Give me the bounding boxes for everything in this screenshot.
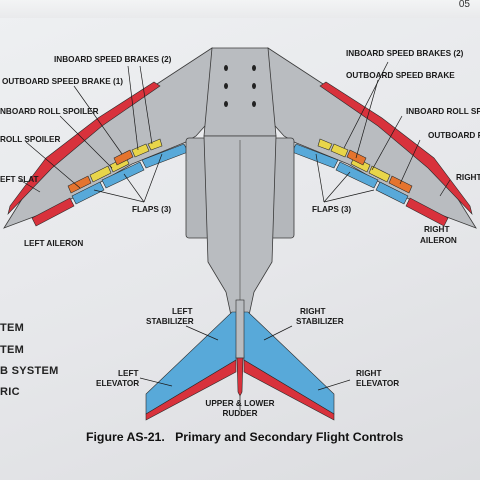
label-left-stabilizer-1: LEFT	[172, 307, 192, 316]
label-outboard-speed-brake-right: OUTBOARD SPEED BRAKE	[346, 71, 455, 80]
window-4	[252, 83, 256, 89]
left-inboard-speed-brake-2	[147, 138, 163, 151]
page-header-strip	[0, 0, 480, 18]
label-right-elevator-1: RIGHT	[356, 369, 381, 378]
label-inboard-speed-brakes-left: INBOARD SPEED BRAKES (2)	[54, 55, 172, 64]
window-1	[224, 65, 228, 71]
right-aileron	[405, 197, 449, 227]
label-left-stabilizer-2: STABILIZER	[146, 317, 194, 326]
right-inboard-speed-brake-2	[317, 138, 333, 151]
label-roll-spoiler-left: ROLL SPOILER	[0, 135, 60, 144]
label-outboard-roll-right: OUTBOARD ROL	[428, 131, 480, 140]
window-2	[252, 65, 256, 71]
page-number: 05	[458, 0, 470, 10]
figure-caption: Figure AS-21. Primary and Secondary Flig…	[86, 430, 403, 444]
label-flaps-left: FLAPS (3)	[132, 205, 171, 214]
label-right-aileron-1: RIGHT	[424, 225, 449, 234]
label-right-aileron-2: AILERON	[420, 236, 457, 245]
label-right-stabilizer-2: STABILIZER	[296, 317, 344, 326]
right-inboard-speed-brake-1	[330, 143, 349, 158]
label-rudder-2: RUDDER	[222, 409, 257, 418]
label-right-slat: RIGHT	[456, 173, 480, 182]
left-flap-mid	[101, 161, 145, 189]
window-6	[252, 101, 256, 107]
rudder	[236, 357, 244, 397]
label-right-elevator-2: ELEVATOR	[356, 379, 399, 388]
label-right-stabilizer-1: RIGHT	[300, 307, 325, 316]
label-left-elevator-1: LEFT	[118, 369, 138, 378]
right-roll-spoiler-2	[368, 165, 391, 183]
label-left-aileron: LEFT AILERON	[24, 239, 83, 248]
right-slat	[319, 81, 473, 216]
label-rudder-1: UPPER & LOWER	[205, 399, 274, 408]
label-left-slat: EFT SLAT	[0, 175, 39, 184]
right-flap-outboard	[375, 181, 409, 205]
wing-center-section	[203, 47, 277, 137]
label-inboard-roll-spoiler-left: NBOARD ROLL SPOILER	[0, 107, 99, 116]
left-roll-spoiler-2	[89, 165, 112, 183]
left-elevator	[145, 359, 237, 421]
legend-item: B SYSTEM	[0, 365, 59, 377]
left-aileron	[31, 197, 75, 227]
label-left-elevator-2: ELEVATOR	[96, 379, 139, 388]
window-3	[224, 83, 228, 89]
figure-title: Primary and Secondary Flight Controls	[175, 430, 404, 444]
legend-item: RIC	[0, 386, 20, 398]
leader-lines	[19, 61, 451, 410]
left-flap-outboard	[71, 181, 105, 205]
right-flap-mid	[335, 161, 379, 189]
fin	[235, 299, 245, 359]
label-outboard-speed-brake-left: OUTBOARD SPEED BRAKE (1)	[2, 77, 123, 86]
window-5	[224, 101, 228, 107]
label-inboard-roll-spoiler-right: INBOARD ROLL SPOI	[406, 107, 480, 116]
right-elevator	[243, 359, 335, 421]
left-roll-spoiler	[67, 175, 92, 194]
label-inboard-speed-brakes-right: INBOARD SPEED BRAKES (2)	[346, 49, 464, 58]
legend-item: TEM	[0, 322, 25, 334]
left-inboard-speed-brake-1	[131, 143, 150, 158]
legend-item: TEM	[0, 344, 25, 356]
label-flaps-right: FLAPS (3)	[312, 205, 351, 214]
right-outboard-roll-spoiler	[388, 175, 413, 194]
left-outboard-speed-brake	[113, 149, 134, 166]
figure-number: Figure AS-21.	[86, 430, 165, 444]
